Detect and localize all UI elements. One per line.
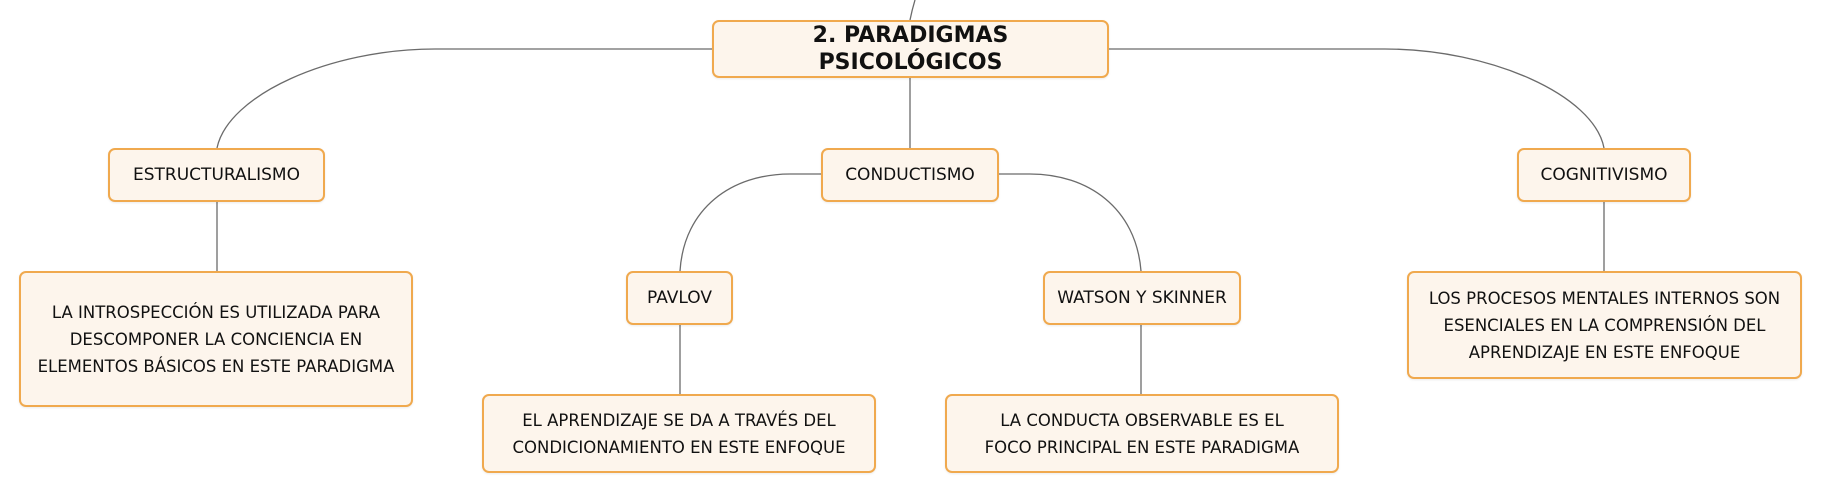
connector-root-to-cognitivismo <box>1109 48 1605 149</box>
connector-root-to-estructuralismo <box>216 48 712 149</box>
node-watson-skinner[interactable]: WATSON Y SKINNER <box>1043 271 1241 325</box>
node-cognitivismo[interactable]: COGNITIVISMO <box>1517 148 1691 202</box>
node-pavlov-detail[interactable]: EL APRENDIZAJE SE DA A TRAVÉS DEL CONDIC… <box>482 394 876 473</box>
connector-conductismo-to-watson-skinner <box>999 173 1142 272</box>
connector-conductismo-to-pavlov <box>679 173 821 272</box>
node-estructuralismo-label: ESTRUCTURALISMO <box>133 164 300 185</box>
node-cognitivismo-detail-text: LOS PROCESOS MENTALES INTERNOS SON ESENC… <box>1428 288 1781 362</box>
node-pavlov-detail-text: EL APRENDIZAJE SE DA A TRAVÉS DEL CONDIC… <box>512 410 846 457</box>
root-node-label: 2. PARADIGMAS PSICOLÓGICOS <box>812 23 1009 75</box>
node-watson-skinner-detail[interactable]: LA CONDUCTA OBSERVABLE ES EL FOCO PRINCI… <box>945 394 1339 473</box>
node-pavlov-label: PAVLOV <box>647 287 712 308</box>
node-conductismo-label: CONDUCTISMO <box>845 164 975 185</box>
node-estructuralismo-detail-text: LA INTROSPECCIÓN ES UTILIZADA PARA DESCO… <box>37 302 395 376</box>
node-estructuralismo-detail[interactable]: LA INTROSPECCIÓN ES UTILIZADA PARA DESCO… <box>19 271 413 407</box>
node-cognitivismo-detail[interactable]: LOS PROCESOS MENTALES INTERNOS SON ESENC… <box>1407 271 1802 379</box>
node-estructuralismo[interactable]: ESTRUCTURALISMO <box>108 148 325 202</box>
node-watson-skinner-label: WATSON Y SKINNER <box>1057 287 1227 308</box>
connector-parent-to-root <box>909 0 916 21</box>
root-node-paradigmas-psicologicos[interactable]: 2. PARADIGMAS PSICOLÓGICOS <box>712 20 1109 78</box>
node-cognitivismo-label: COGNITIVISMO <box>1540 164 1668 185</box>
node-watson-skinner-detail-text: LA CONDUCTA OBSERVABLE ES EL FOCO PRINCI… <box>984 410 1300 457</box>
node-pavlov[interactable]: PAVLOV <box>626 271 733 325</box>
node-conductismo[interactable]: CONDUCTISMO <box>821 148 999 202</box>
